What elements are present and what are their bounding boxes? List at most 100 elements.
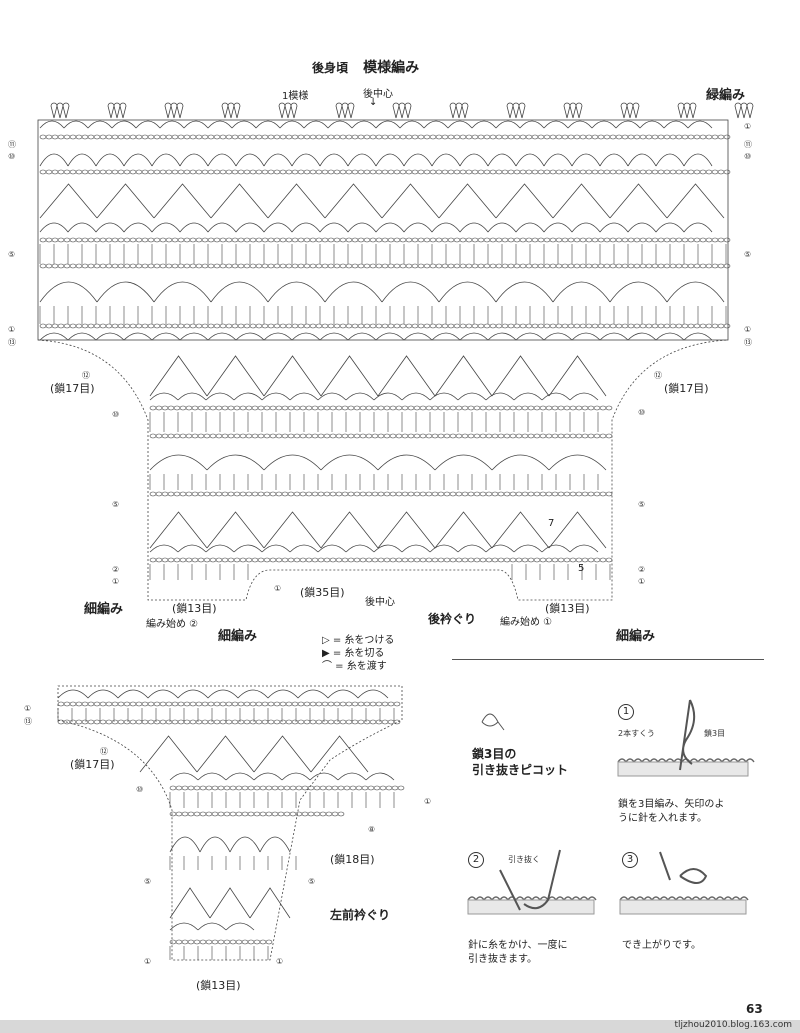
- row-marker-1-left: ①: [8, 325, 16, 334]
- picot-title-2: 引き抜きピコット: [472, 763, 569, 777]
- row5-label: 5: [578, 563, 585, 574]
- row-marker-5-right: ⑤: [744, 250, 752, 259]
- front-row-marker-12: ⑫: [100, 747, 108, 756]
- left-front-chart: [57, 685, 405, 961]
- footer-bar: tljzhou2010.blog.163.com: [0, 1020, 800, 1033]
- edging-label: 緑編み: [706, 88, 746, 103]
- stitch-row: [511, 564, 611, 580]
- center-bottom-label: 後中心: [365, 597, 395, 608]
- picot-title-1: 鎖3目の: [472, 747, 517, 761]
- v-row: [169, 887, 291, 919]
- arrow-down-icon: ↓: [369, 97, 378, 108]
- stitch-row: [149, 412, 599, 432]
- chain-row: [149, 491, 613, 497]
- stitch-row: [149, 564, 249, 580]
- shell-row: [39, 222, 713, 233]
- shell-row: [169, 836, 291, 853]
- back-title-main: 模様編み: [363, 60, 420, 76]
- shell-row: [39, 281, 725, 303]
- back-neckline-label: 後衿ぐり: [428, 612, 477, 626]
- front-chain17-label: (鎖17目): [70, 758, 115, 771]
- row-marker-5b-right: ⑤: [638, 500, 646, 509]
- shell-row: [169, 922, 255, 931]
- stitch-row: [169, 946, 269, 960]
- row-marker-13-left: ⑬: [8, 338, 16, 347]
- front-neckline-label: 左前衿ぐり: [330, 908, 391, 922]
- front-row-marker-1-right: ①: [424, 797, 432, 806]
- row-marker-12-left: ⑫: [82, 371, 90, 380]
- step1-label-a: 2本すくう: [618, 729, 655, 738]
- front-row-marker-13-left: ⑬: [24, 717, 32, 726]
- row-marker-11-right: ⑪: [744, 140, 752, 149]
- back-body-chart: [37, 102, 754, 601]
- step1-number: 1: [618, 704, 634, 720]
- row-marker-2-left: ②: [112, 565, 120, 574]
- chain-row: [169, 785, 405, 791]
- hook-step1: [679, 699, 696, 771]
- step1-desc-2: うに針を入れます。: [618, 813, 707, 824]
- chain13-left-label: (鎖13目): [172, 602, 217, 615]
- chain-row: [57, 701, 401, 707]
- row-marker-1c-right: ①: [638, 577, 646, 586]
- chain-row: [149, 433, 613, 439]
- shell-row: [149, 392, 599, 401]
- lower-outline: [37, 339, 729, 601]
- finished-picot: [659, 851, 708, 884]
- legend-divider: [452, 659, 764, 660]
- fabric-band: [617, 761, 749, 777]
- back-title-small: 後身頃: [312, 61, 349, 75]
- start1-label: 編み始め ①: [500, 617, 553, 628]
- watermark-text: tljzhou2010.blog.163.com: [674, 1020, 793, 1030]
- hosoami-right-label: 細編み: [616, 629, 656, 644]
- page-number: 63: [746, 1002, 763, 1016]
- picot-edge: [50, 102, 754, 119]
- legend-carry: ⌒ = 糸を渡す: [322, 661, 387, 672]
- shell-row: [149, 544, 599, 553]
- picot-illustrations: [467, 699, 755, 915]
- stitch-base: [467, 896, 597, 901]
- chain-row: [149, 557, 613, 563]
- row-marker-5-left: ⑤: [8, 250, 16, 259]
- chain17-right-label: (鎖17目): [664, 382, 709, 395]
- row-marker-1-right: ①: [744, 122, 752, 131]
- v-row: [149, 511, 607, 549]
- front-row-marker-1b-left: ①: [144, 957, 152, 966]
- row-marker-5b-left: ⑤: [112, 500, 120, 509]
- front-row-marker-5-right: ⑤: [308, 877, 316, 886]
- step1-label-b: 鎖3目: [704, 729, 726, 738]
- row-marker-1c: ①: [274, 584, 282, 593]
- chain-row: [169, 939, 273, 945]
- chain35-label: (鎖35目): [300, 586, 345, 599]
- row-marker-10-right: ⑩: [744, 152, 752, 161]
- stitch-row: [57, 708, 395, 722]
- stitch-row: [39, 244, 727, 264]
- shell-row: [39, 120, 713, 129]
- step2-desc-2: 引き抜きます。: [468, 954, 537, 965]
- shell-row: [39, 153, 713, 167]
- row-marker-13-right: ⑬: [744, 338, 752, 347]
- stitch-row: [39, 306, 727, 324]
- back-body-title: 後身頃 模様編み: [312, 57, 419, 77]
- v-row: [39, 183, 725, 219]
- front-row-marker-10: ⑩: [136, 785, 144, 794]
- step2-label: 引き抜く: [508, 855, 540, 864]
- v-row: [149, 355, 607, 397]
- legend-cut: ▶ = 糸を切る: [322, 648, 385, 659]
- stitch-row: [169, 856, 297, 870]
- row-marker-12-right: ⑫: [654, 371, 662, 380]
- front-outline: [57, 685, 403, 961]
- start2-label: 編み始め ②: [146, 619, 199, 630]
- chain13-right-label: (鎖13目): [545, 602, 590, 615]
- row-marker-10b-right: ⑩: [638, 408, 646, 417]
- step2-number: 2: [468, 852, 484, 868]
- front-chain18-label: (鎖18目): [330, 853, 375, 866]
- chain-row: [57, 719, 401, 725]
- row-marker-10-left: ⑩: [8, 152, 16, 161]
- shell-row: [39, 332, 713, 341]
- picot-symbol: [481, 713, 505, 731]
- hosoami-left-label: 細編み: [84, 602, 124, 617]
- shell-row: [149, 454, 607, 471]
- stitch-base: [619, 896, 749, 901]
- front-row-marker-8: ⑧: [368, 825, 376, 834]
